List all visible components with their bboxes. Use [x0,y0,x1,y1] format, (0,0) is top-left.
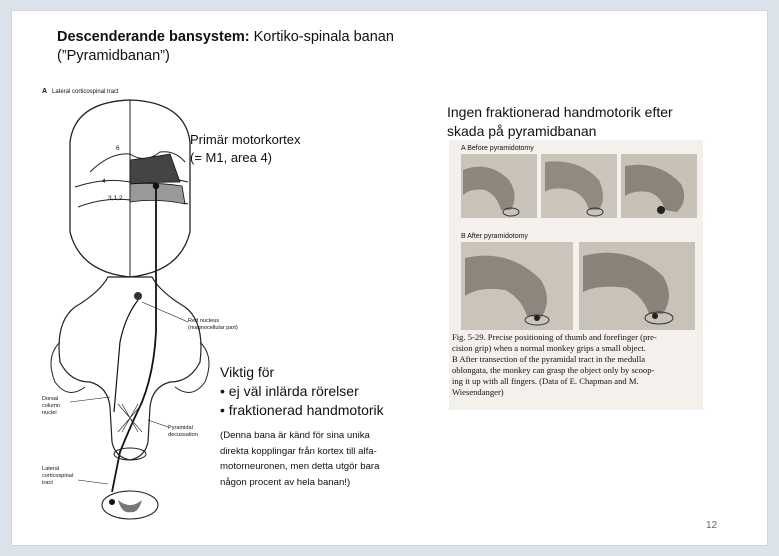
label-before: A Before pyramidotomy [461,145,534,152]
caption-line-2: cision grip) when a normal monkey grips … [452,343,702,354]
important-bullet-1: • ej väl inlärda rörelser [220,382,384,401]
photo-b2 [579,242,695,330]
rubrospinal-fiber [114,300,138,412]
note-line-4: någon procent av hela banan!) [220,475,425,491]
dorsal-column-pointer [70,397,110,402]
lateral-tract-label-3: tract [42,480,53,486]
motor-cortex-line1: Primär motorkortex [190,131,301,149]
figure-caption: Fig. 5-29. Precise positioning of thumb … [452,332,702,398]
caption-line-5: ing it up with all fingers. (Data of E. … [452,376,702,387]
red-nucleus-dot [134,292,142,300]
lateral-tract-label-2: corticospinal [42,473,73,479]
cortex-label-area4: 4 [102,178,106,185]
footnote-block: (Denna bana är känd för sina unika direk… [220,428,425,490]
pyramidal-decussation-sublabel: decussation [168,432,198,438]
cerebellar-peduncle-left [51,342,85,392]
slide-title: Descenderande bansystem: Kortiko-spinala… [57,28,394,66]
motor-cortex-line2: (= M1, area 4) [190,149,301,167]
red-nucleus-label: Red nucleus [188,318,219,324]
photo-a1 [461,154,537,218]
label-after: B After pyramidotomy [461,233,528,240]
photo-a2 [541,154,617,218]
title-bold: Descenderande bansystem: [57,29,250,45]
motorneuron-dot [109,499,115,505]
cortex-label-area6: 6 [116,145,120,152]
dorsal-column-label-3: nuclei [42,410,57,416]
note-line-1: (Denna bana är känd för sina unika [220,428,425,444]
caption-line-4: oblongata, the monkey can grasp the obje… [452,365,702,376]
corticospinal-fiber [112,188,156,492]
important-bullet-2: • fraktionerad handmotorik [220,401,384,420]
cerebellar-peduncle-right [175,342,209,392]
right-heading-line1: Ingen fraktionerad handmotorik efter [447,103,737,122]
important-for-block: Viktig för • ej väl inlärda rörelser • f… [220,363,384,420]
important-heading: Viktig för [220,363,384,382]
caption-line-6: Wiesendanger) [452,387,702,398]
lateral-tract-pointer [78,480,108,484]
dorsal-column-label-2: column [42,403,60,409]
panel-title: Lateral corticospinal tract [52,89,119,95]
motor-area-shaded [130,154,180,184]
dorsal-column-label-1: Dorsal [42,396,58,402]
photo-b1 [461,242,573,330]
motor-cortex-annotation: Primär motorkortex (= M1, area 4) [190,131,301,167]
note-line-3: motorneuronen, men detta utgör bara [220,459,425,475]
page-number: 12 [706,520,717,531]
photo-a3 [621,154,697,218]
spinal-grey-matter [118,500,142,512]
note-line-2: direkta kopplingar från kortex till alfa… [220,444,425,460]
decussation-pointer [148,420,168,427]
right-heading-line2: skada på pyramidbanan [447,122,737,141]
lateral-tract-label-1: Lateral [42,466,59,472]
caption-line-1: Fig. 5-29. Precise positioning of thumb … [452,332,702,343]
panel-letter: A [42,88,47,95]
cortex-label-area312: 3,1,2 [108,195,123,202]
title-line2: (”Pyramidbanan”) [57,47,394,66]
title-rest: Kortiko-spinala banan [250,29,394,45]
caption-line-3: B After transection of the pyramidal tra… [452,354,702,365]
red-nucleus-sublabel: (magnocellular part) [188,325,238,331]
right-heading: Ingen fraktionerad handmotorik efter ska… [447,103,737,141]
pyramidal-decussation-label: Pyramidal [168,425,193,431]
